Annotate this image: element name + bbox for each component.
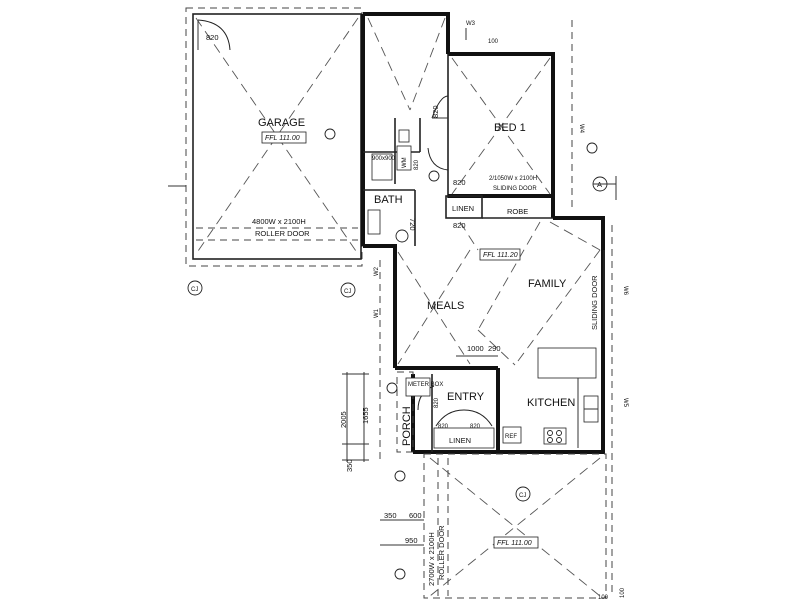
dim-100-b: 100 (620, 587, 626, 598)
dim-100-c: 100 (598, 595, 609, 600)
bath-door-dim: 720 (408, 218, 417, 231)
bed-sliding-size: 2/1050W x 2100H (489, 176, 537, 182)
edge-dims: 100 100 100 (488, 39, 626, 600)
dim-100-a: 100 (488, 39, 499, 45)
meter-box-label: METER BOX (408, 382, 443, 388)
meals-label: MEALS (427, 300, 464, 312)
family-ffl: FFL 111.20 (483, 252, 518, 259)
bath-label: BATH (374, 194, 403, 206)
cj-left-marker: CJ (191, 287, 198, 293)
garage-label: GARAGE (258, 117, 305, 129)
wm-door-dim: 820 (414, 159, 420, 170)
bed1-label: BED 1 (494, 122, 526, 134)
kitchen-label: KITCHEN (527, 397, 575, 409)
window-w3: W3 (466, 21, 476, 27)
dim-350-b: 350 (384, 511, 397, 520)
window-w4: W4 (578, 124, 584, 134)
bed-linen: LINEN 820 (452, 204, 474, 230)
dim-1655: 1655 (361, 407, 370, 424)
bath: 900x900 shwr WM 820 BATH 720 (367, 129, 440, 243)
garage-ffl: FFL 111.00 (265, 135, 300, 142)
dim-290: 290 (488, 344, 501, 353)
wm-label: WM (402, 157, 408, 168)
entry-door-a: 820 (438, 424, 449, 430)
carport-roller-label: ROLLER DOOR (437, 525, 446, 580)
dimension-strings: 2005 1655 350 350 600 950 (339, 372, 424, 580)
internal-walls (363, 54, 553, 246)
linen-bed-label: LINEN (452, 204, 474, 213)
living: FFL 111.20 MEALS FAMILY SLIDING DOOR 100… (427, 248, 605, 379)
dim-950: 950 (405, 536, 418, 545)
carport-ffl: FFL 111.00 (497, 540, 532, 547)
porch-label: PORCH (401, 406, 413, 446)
robe-label: ROBE (507, 207, 528, 216)
cj-carport-marker: CJ (519, 493, 526, 499)
carport: 2700W x 2100H ROLLER DOOR FFL 111.00 CJ (423, 453, 607, 599)
bed1: BED 1 820 820 2/1050W x 2100H SLIDING DO… (427, 95, 598, 216)
section-marker: A (592, 176, 617, 200)
porch: PORCH METER BOX (396, 371, 443, 453)
window-w6: W6 (622, 286, 628, 296)
carport-roller-size: 2700W x 2100H (427, 532, 436, 586)
bed-door-820: 820 (453, 178, 466, 187)
cj-right-marker: CJ (344, 289, 351, 295)
garage-roller-label: ROLLER DOOR (255, 229, 310, 238)
bed-door-dim: 820 (431, 105, 440, 118)
window-tags: W3 W4 W2 W1 W5 W6 (374, 20, 628, 596)
garage-door-dim: 820 (206, 33, 219, 42)
ref-label: REF (505, 434, 517, 440)
shower-label: 900x900 shwr (372, 156, 409, 162)
garage-roller-size: 4800W x 2100H (252, 217, 306, 226)
window-w1: W1 (374, 308, 380, 318)
window-w5: W5 (622, 398, 628, 408)
entry: ENTRY LINEN 820 820 820 (417, 385, 495, 449)
entry-door-b: 820 (470, 424, 481, 430)
kitchen: KITCHEN REF (502, 378, 599, 448)
entry-linen-label: LINEN (449, 436, 471, 445)
dim-2005: 2005 (339, 411, 348, 428)
window-w2: W2 (374, 266, 380, 276)
dim-1000: 1000 (467, 344, 484, 353)
porch-door-dim: 820 (434, 397, 440, 408)
linen-door-dim: 820 (453, 221, 466, 230)
family-label: FAMILY (528, 278, 567, 290)
garage: 820 GARAGE FFL 111.00 4800W x 2100H ROLL… (168, 7, 363, 298)
dim-350-a: 350 (345, 459, 354, 472)
bed-sliding-label: SLIDING DOOR (493, 186, 537, 192)
entry-label: ENTRY (447, 391, 485, 403)
family-sliding-label: SLIDING DOOR (590, 275, 599, 330)
dim-600: 600 (409, 511, 422, 520)
ceiling-lines (367, 17, 601, 366)
